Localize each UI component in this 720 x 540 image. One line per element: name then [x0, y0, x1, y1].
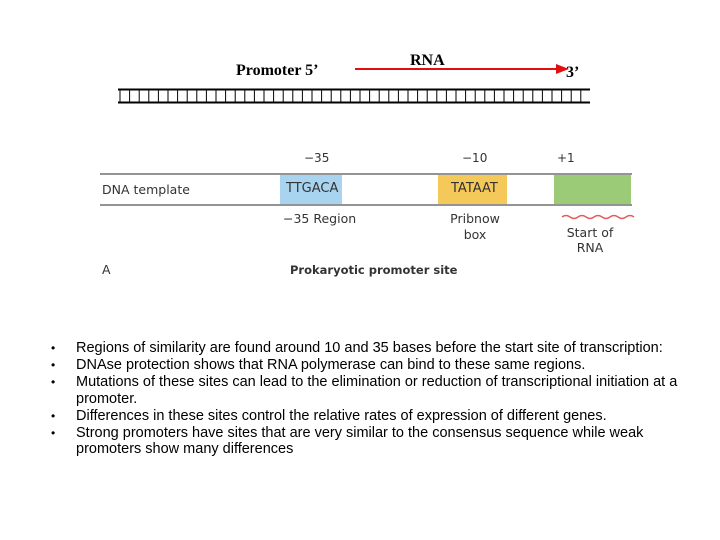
bullet-item: • Strong promoters have sites that are ve… — [50, 425, 690, 458]
position-plus1-label: +1 — [557, 151, 575, 165]
position-minus10-label: −10 — [462, 151, 488, 165]
transcribed-region-box — [554, 175, 631, 204]
bullet-text: Regions of similarity are found around 1… — [76, 340, 663, 356]
minus35-region-label: −35 Region — [283, 211, 357, 226]
promoter-5-prime-label: Promoter 5’ — [236, 62, 319, 79]
panel-letter: A — [102, 262, 111, 277]
bullet-dot-icon: • — [51, 358, 56, 372]
rna-label: RNA — [410, 52, 445, 69]
dna-ladder — [118, 88, 590, 104]
promoter-diagram — [100, 173, 635, 220]
bullet-dot-icon: • — [51, 408, 56, 423]
bullet-dot-icon: • — [51, 425, 56, 440]
bullet-item: • Differences in these sites control the … — [50, 408, 690, 425]
rna-arrow — [355, 64, 569, 74]
minus35-box — [280, 175, 342, 204]
bullet-dot-icon: • — [51, 341, 56, 355]
bullet-text: Mutations of these sites can lead to the… — [76, 374, 678, 407]
position-minus35-label: −35 — [304, 151, 330, 165]
bullet-item: • Mutations of these sites can lead to th… — [50, 374, 690, 407]
ttgaca-sequence: TTGACA — [286, 181, 339, 196]
diagram-caption: Prokaryotic promoter site — [290, 263, 458, 277]
bullet-item: • Regions of similarity are found around … — [50, 340, 690, 357]
rna-wavy-line — [561, 214, 635, 220]
bullet-text: DNAse protection shows that RNA polymera… — [76, 357, 586, 373]
minus10-box — [438, 175, 507, 204]
three-prime-label: 3’ — [566, 64, 580, 81]
bullet-list: • Regions of similarity are found around … — [50, 340, 690, 458]
bullet-item: • DNAse protection shows that RNA polymer… — [50, 357, 690, 374]
dna-template-label: DNA template — [102, 182, 190, 197]
bullet-dot-icon: • — [51, 375, 56, 389]
tataat-sequence: TATAAT — [451, 181, 498, 196]
bullet-text: Differences in these sites control the r… — [76, 407, 607, 424]
bullet-text: Strong promoters have sites that are ver… — [76, 424, 644, 458]
